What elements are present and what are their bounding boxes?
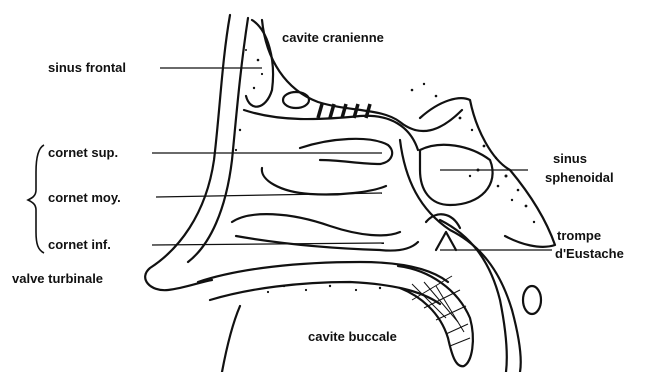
soft-palate-hatching bbox=[412, 276, 470, 346]
label-sphenoidal: sphenoidal bbox=[545, 170, 614, 185]
sphenoid-outline bbox=[420, 98, 555, 247]
label-cornet-moy: cornet moy. bbox=[48, 190, 121, 205]
inferior-concha bbox=[232, 214, 400, 235]
hard-palate-top bbox=[198, 262, 448, 282]
conchae-brace bbox=[28, 145, 44, 253]
oral-floor bbox=[222, 306, 240, 372]
pharynx-wall bbox=[400, 140, 521, 372]
bone-stippling bbox=[235, 49, 535, 293]
leader-cornet-inf bbox=[152, 243, 384, 245]
soft-palate bbox=[398, 266, 473, 366]
eustachian-opening bbox=[436, 232, 456, 250]
frontal-sinus-recess bbox=[283, 92, 309, 108]
label-eustache: d'Eustache bbox=[555, 246, 624, 261]
sphenoid-sinus-cavity bbox=[420, 145, 493, 205]
label-cavite-cranienne: cavite cranienne bbox=[282, 30, 384, 45]
label-valve-turbinale: valve turbinale bbox=[12, 271, 103, 286]
label-cornet-inf: cornet inf. bbox=[48, 237, 111, 252]
leader-cornet-moy bbox=[156, 193, 382, 197]
superior-concha bbox=[300, 139, 392, 164]
nose-inner-profile bbox=[188, 18, 248, 262]
frontal-sinus-outline bbox=[246, 20, 273, 107]
label-cornet-sup: cornet sup. bbox=[48, 145, 118, 160]
vertebra-outline bbox=[523, 286, 541, 314]
label-sinus: sinus bbox=[553, 151, 587, 166]
label-sinus-frontal: sinus frontal bbox=[48, 60, 126, 75]
label-cavite-buccale: cavite buccale bbox=[308, 329, 397, 344]
leader-lines bbox=[152, 68, 552, 250]
hard-palate-bottom bbox=[210, 282, 440, 304]
label-trompe: trompe bbox=[557, 228, 601, 243]
middle-concha bbox=[262, 168, 386, 195]
